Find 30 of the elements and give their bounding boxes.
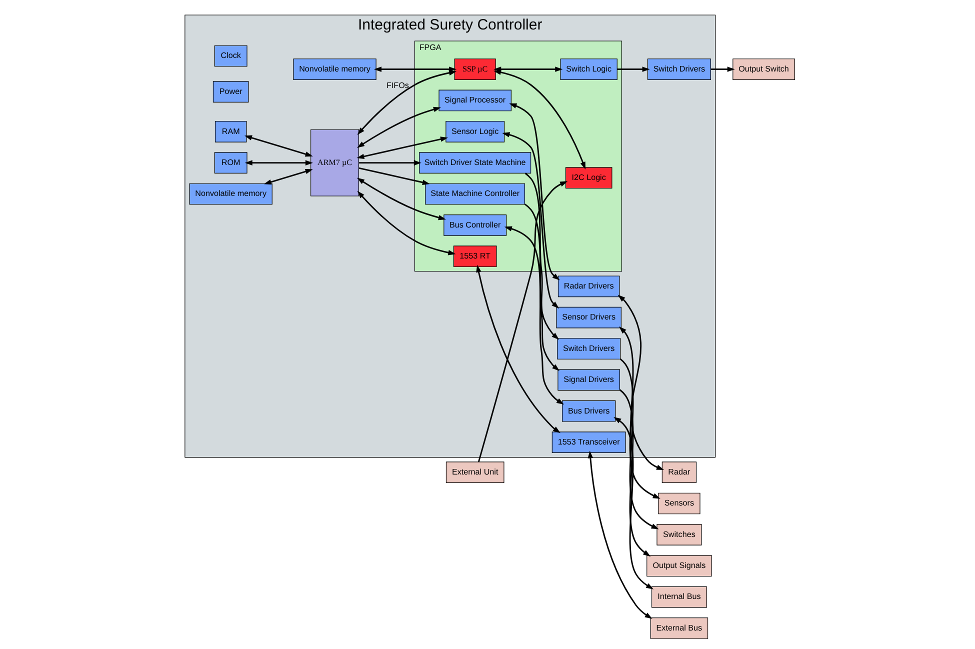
arrow <box>357 190 456 256</box>
arrow <box>264 168 313 184</box>
arrow <box>358 160 422 166</box>
node-box: SSP µC <box>454 58 496 80</box>
arrow <box>509 103 560 280</box>
arrow <box>502 132 560 309</box>
arrow <box>620 358 659 530</box>
arrow <box>476 264 560 434</box>
arrow <box>494 66 563 72</box>
arrow <box>619 326 660 499</box>
arrow <box>356 136 448 159</box>
arrow <box>478 181 568 462</box>
arrow <box>356 178 446 220</box>
arrow <box>504 226 564 405</box>
arrow <box>244 135 313 157</box>
arrow <box>493 70 586 170</box>
arrow <box>374 66 457 72</box>
arrow <box>588 450 652 619</box>
arrow <box>710 66 735 72</box>
arrow <box>524 172 560 340</box>
arrow <box>358 167 430 185</box>
arrow <box>244 160 313 166</box>
arrow <box>357 70 457 135</box>
arrow <box>618 294 664 470</box>
arrow <box>619 389 651 557</box>
arrow <box>617 66 650 72</box>
arrow <box>614 417 654 590</box>
arrow <box>356 106 441 148</box>
node-box: ARM7 µC <box>310 129 360 196</box>
arrow <box>524 204 560 372</box>
